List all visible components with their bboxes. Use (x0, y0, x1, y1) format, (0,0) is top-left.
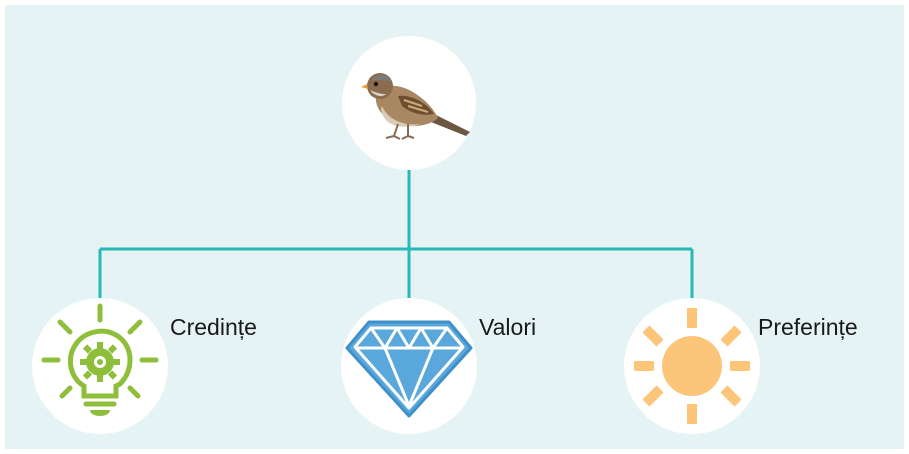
credinte-label: Credințe (170, 314, 257, 340)
sparrow-bird-image (361, 73, 470, 140)
valori-label: Valori (479, 314, 537, 340)
preferinte-node-circle (624, 298, 760, 434)
valori-node-circle (341, 298, 477, 434)
preferinte-label: Preferințe (758, 314, 858, 340)
sun-icon (634, 308, 750, 424)
root-node-circle (342, 36, 476, 170)
lightbulb-gear-icon (41, 303, 159, 416)
credinte-node-circle (32, 298, 168, 434)
diamond-icon (345, 320, 473, 418)
